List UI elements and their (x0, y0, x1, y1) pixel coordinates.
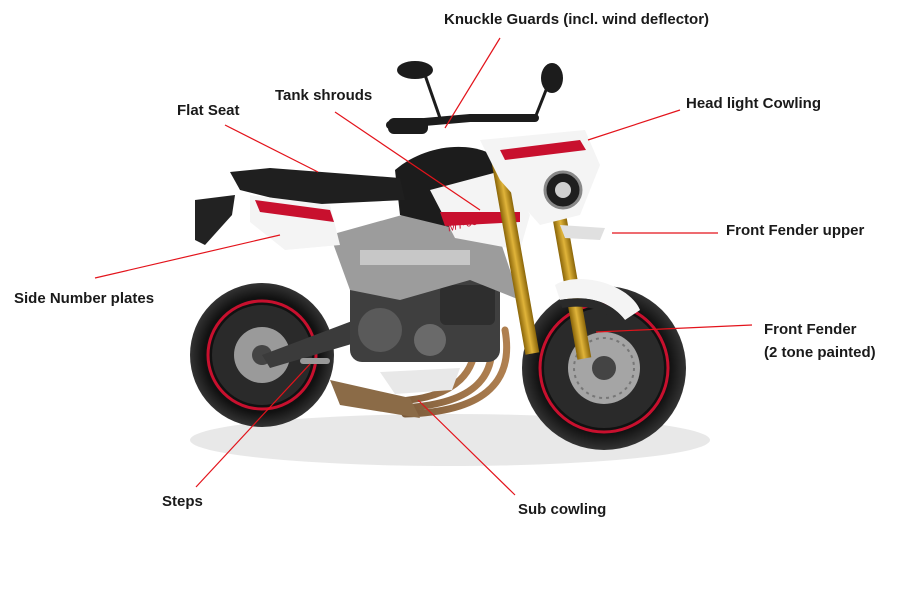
sub-cowling (380, 368, 460, 394)
label-knuckle-guards: Knuckle Guards (incl. wind deflector) (444, 11, 710, 28)
headlight-lens (555, 182, 571, 198)
label-steps: Steps (162, 493, 203, 510)
leader-knuckle-guards (444, 37, 501, 129)
front-fender-upper (560, 225, 605, 240)
label-head-light-cowling: Head light Cowling (686, 95, 821, 112)
leader-side-number-plates (94, 234, 281, 279)
mirror-stem-left (423, 74, 442, 119)
mirror-right (541, 63, 563, 93)
leader-lines (94, 37, 753, 496)
knuckle-guard (388, 118, 428, 134)
mirror-left (397, 61, 433, 79)
label-tank-shrouds: Tank shrouds (275, 87, 373, 104)
label-front-fender-upper: Front Fender upper (726, 222, 865, 239)
flat-seat (230, 168, 405, 205)
frame-highlight (360, 250, 470, 265)
label-front-fender: Front Fender (764, 321, 857, 338)
label-side-number-plates: Side Number plates (14, 290, 155, 307)
label-flat-seat: Flat Seat (177, 102, 240, 119)
leader-steps (195, 363, 311, 488)
label-sub-cowling: Sub cowling (518, 501, 607, 518)
cowling-stripe (500, 140, 586, 160)
leader-flat-seat (224, 124, 319, 173)
leader-front-fender (595, 324, 753, 333)
side-plate-stripe (255, 200, 334, 222)
footpeg (300, 358, 330, 364)
front-fender (555, 279, 640, 320)
leader-sub-cowling (417, 399, 516, 496)
tank-shroud-stripe (440, 212, 520, 226)
leader-head-light-cowling (587, 109, 681, 141)
swingarm (262, 318, 372, 368)
front-fork-left (490, 155, 540, 355)
label-front-fender-note: (2 tone painted) (764, 344, 876, 361)
tail-bracket (195, 195, 235, 245)
front-fender-lower-tone (560, 298, 625, 326)
muffler (330, 380, 420, 418)
leader-tank-shrouds (334, 111, 481, 211)
